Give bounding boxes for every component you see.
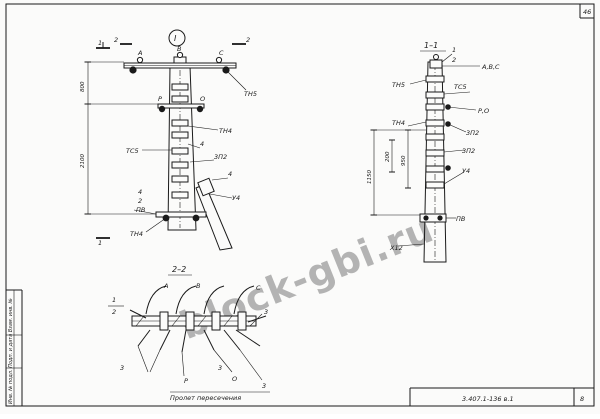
part-3p2: 3П2: [214, 153, 227, 161]
part-tn4: ТН4: [219, 127, 232, 135]
phase-label-a: А: [137, 49, 142, 57]
main-dim-2100: 2100: [80, 154, 86, 168]
side-stamp: Инв. № подл. Подп. и дата Взам. инв. №: [8, 298, 14, 404]
section-1-label-x12: Х12: [389, 244, 403, 252]
section-2-caption: Пролет пересечения: [170, 394, 241, 402]
section-1-label-tn5: ТН5: [392, 81, 405, 89]
page-number: 46: [583, 8, 591, 16]
section-1-label-pv: ПВ: [456, 215, 466, 223]
section-2-label-1: 1: [112, 296, 116, 304]
main-pole-steps: [171, 83, 215, 199]
section-1-label-po: Р,О: [478, 107, 489, 115]
sheet-code: 3.407.1-136 в.1: [462, 395, 514, 403]
section-1-label-3p2a: 3П2: [466, 129, 479, 137]
section-1-dim-950: 950: [401, 155, 407, 166]
main-dim-800: 800: [80, 81, 86, 92]
section-2-label-b: В: [196, 282, 201, 290]
sheet-frame: [5, 3, 595, 407]
main-section-mark-2: 2: [114, 36, 118, 44]
section-2-label-3b: 3: [120, 364, 124, 372]
part-4a: 4: [200, 140, 204, 148]
part-4c: 4: [138, 188, 142, 196]
part-pv: ПВ: [136, 206, 146, 214]
part-4b: 4: [228, 170, 232, 178]
section-1-label-2: 2: [452, 56, 456, 64]
label-o: О: [200, 95, 205, 103]
label-p: Р: [158, 95, 162, 103]
section-2-label-p: Р: [184, 377, 188, 385]
section-2-label-3d: 3: [262, 382, 266, 390]
part-tn5: ТН5: [244, 90, 257, 98]
part-tc5: ТС5: [126, 147, 139, 155]
section-1-label-tn4: ТН4: [392, 119, 405, 127]
section-1-dim-200: 200: [385, 151, 391, 162]
phase-label-c: С: [219, 49, 224, 57]
section-2-2: 2–2 1 2: [108, 265, 270, 402]
section-1-dim-1150: 1150: [367, 170, 373, 184]
section-1-label-u4: У4: [462, 167, 470, 175]
section-2-label-3a: 3: [264, 308, 268, 316]
section-1-label-3p2b: 3П2: [462, 147, 475, 155]
part-u4: У4: [232, 194, 240, 202]
part-tn4-bottom: ТН4: [130, 230, 143, 238]
view-circle-label: I: [174, 34, 177, 43]
section-2-label-2: 2: [112, 308, 116, 316]
section-2-title: 2–2: [172, 265, 186, 274]
sheet-index: 8: [580, 395, 584, 403]
main-section-mark-4: 1: [98, 239, 102, 247]
section-2-label-c: С: [256, 284, 261, 292]
section-2-label-3c: 3: [218, 364, 222, 372]
section-2-label-a: А: [163, 282, 168, 290]
main-section-mark-1: 1: [98, 39, 102, 47]
section-2-label-o: О: [232, 375, 237, 383]
section-1-steps: [425, 75, 451, 189]
section-1-label-1: 1: [452, 46, 456, 54]
part-2: 2: [138, 197, 142, 205]
phase-label-b: В: [177, 45, 182, 53]
section-1-label-abc: А,В,С: [481, 63, 500, 71]
section-1-title: 1–1: [424, 41, 438, 50]
section-1-1: 1–1: [367, 41, 500, 263]
main-section-mark-3: 2: [246, 36, 250, 44]
main-view: I 1 2 2 1: [80, 29, 257, 251]
section-1-label-tc5: ТС5: [454, 83, 467, 91]
